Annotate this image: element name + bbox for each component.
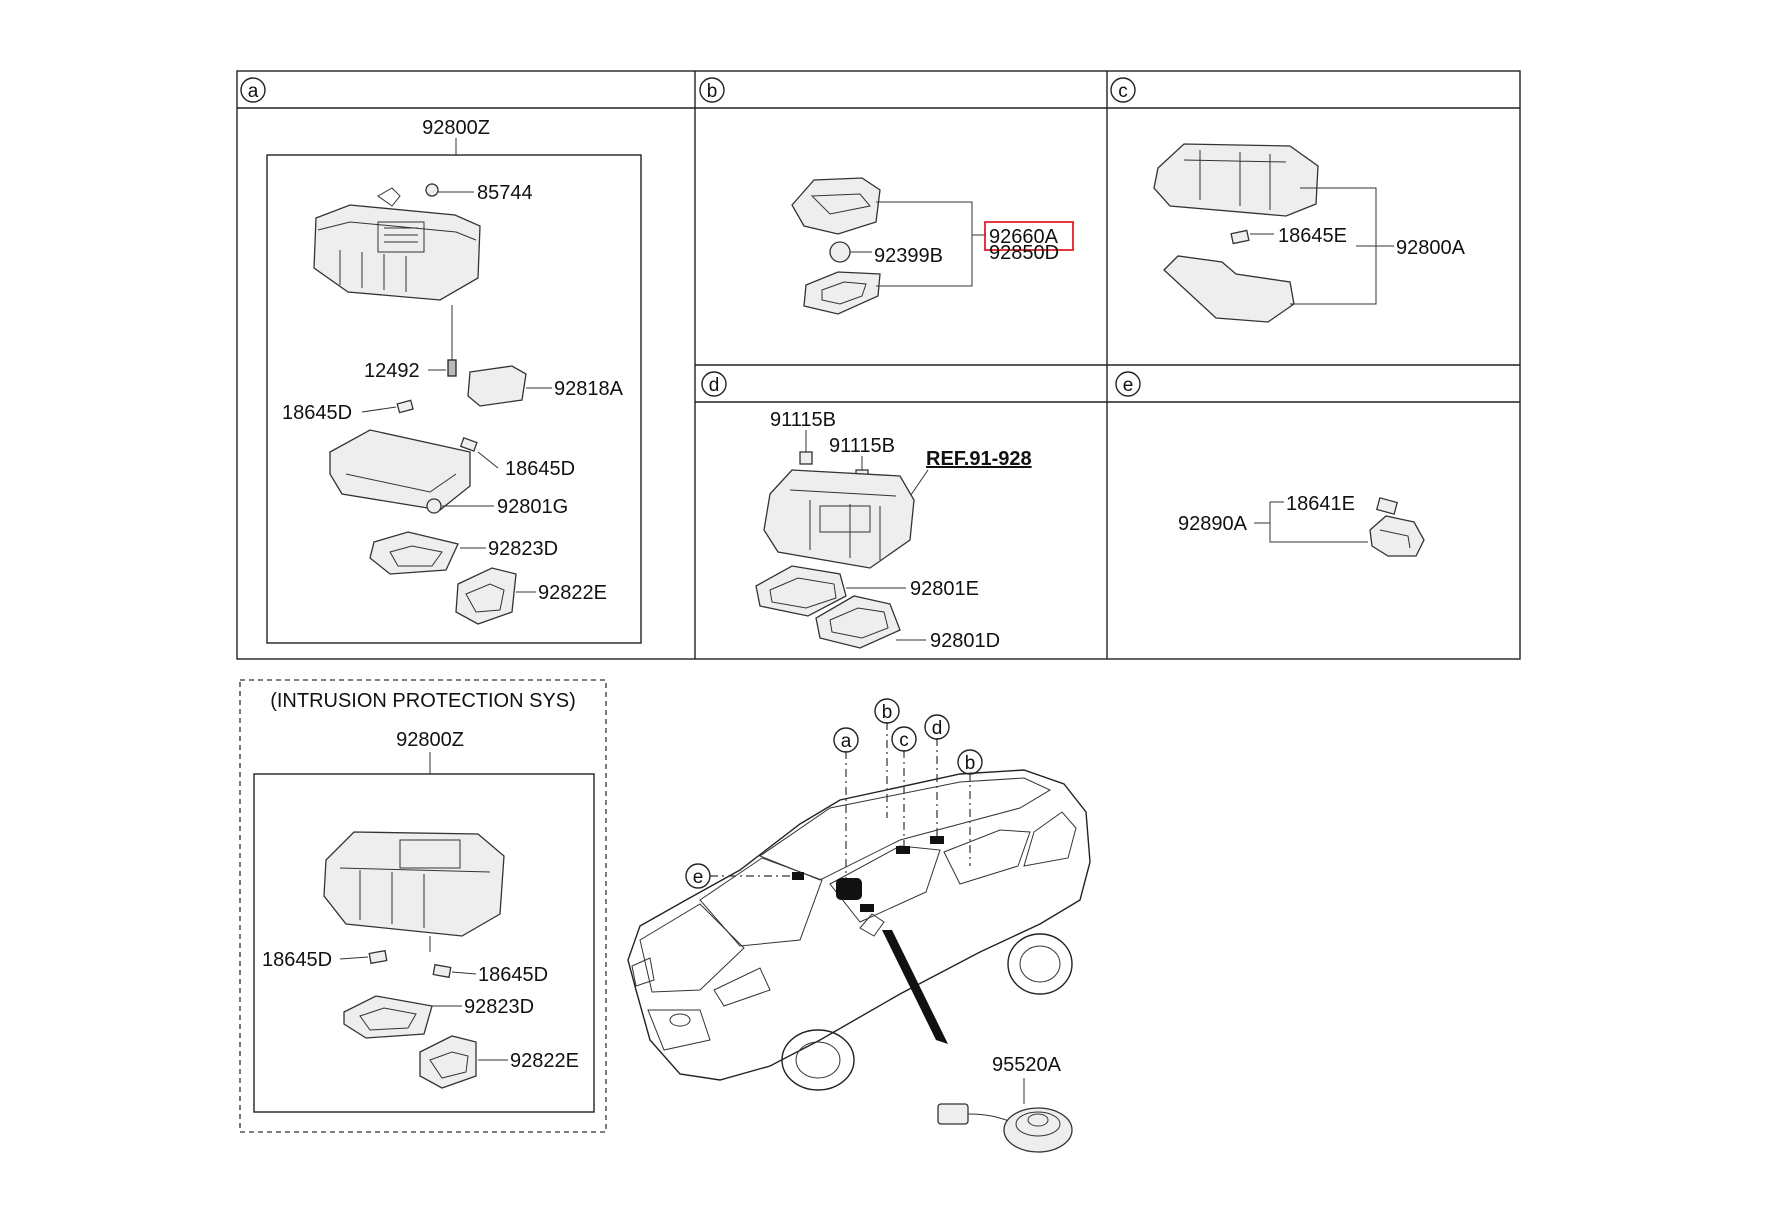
- part-label-92850D: 92850D: [989, 242, 1059, 264]
- bulb-18641E-illustration: [1375, 497, 1399, 515]
- callout-b-upper: b: [882, 702, 893, 723]
- svg-text:b: b: [707, 81, 718, 102]
- lamp-92890A-illustration: [1369, 515, 1425, 557]
- section-e: 92890A 18641E: [1178, 493, 1425, 557]
- section-b: 92399B 92660A 92850D: [791, 177, 1074, 315]
- section-label-d: d: [701, 371, 727, 397]
- part-label-91115B-left: 91115B: [770, 409, 836, 431]
- overhead-console-intrusion-illustration: [323, 831, 505, 937]
- part-label-92801D: 92801D: [930, 630, 1000, 652]
- part-label-91115B-right: 91115B: [829, 435, 895, 457]
- part-label-92823D-intrusion: 92823D: [464, 996, 534, 1018]
- bulb-18645E-illustration: [1230, 229, 1250, 245]
- map-lamp-illustration: [791, 177, 881, 235]
- lens-92801D-illustration: [815, 595, 901, 649]
- lens-92822E-intrusion-illustration: [419, 1035, 477, 1089]
- part-label-92800Z: 92800Z: [422, 117, 490, 139]
- svg-text:c: c: [1118, 81, 1128, 102]
- lens-92823D-intrusion-illustration: [343, 995, 433, 1039]
- section-d: 91115B 91115B REF.91-928 92801E 92801D: [755, 409, 1032, 652]
- section-label-c: c: [1110, 77, 1136, 103]
- part-label-95520A: 95520A: [992, 1054, 1062, 1076]
- part-label-92822E: 92822E: [538, 582, 607, 604]
- section-label-e: e: [1115, 371, 1141, 397]
- section-a: 92800Z 85744 12492 92818A 18645D 18645D: [266, 117, 642, 644]
- part-label-18641E: 18641E: [1286, 493, 1355, 515]
- part-label-92801E: 92801E: [910, 578, 979, 600]
- part-label-92801G: 92801G: [497, 496, 568, 518]
- callout-e: e: [693, 867, 704, 888]
- callout-c: c: [899, 730, 909, 751]
- section-label-b: b: [699, 77, 725, 103]
- roof-lamp-b: [860, 904, 874, 912]
- part-label-12492: 12492: [364, 360, 420, 382]
- svg-text:e: e: [1123, 375, 1134, 396]
- lens-c-illustration: [1163, 255, 1295, 323]
- overhead-console-d-illustration: [763, 469, 915, 569]
- part-label-18645D-intrusion-left: 18645D: [262, 949, 332, 971]
- section-c: 18645E 92800A: [1153, 143, 1466, 323]
- section-label-a: a: [240, 77, 266, 103]
- part-label-92800Z-intrusion: 92800Z: [396, 729, 464, 751]
- intrusion-protection-panel: (INTRUSION PROTECTION SYS) 92800Z 18645D…: [239, 679, 607, 1133]
- callout-d: d: [932, 718, 943, 739]
- part-label-92800A: 92800A: [1396, 237, 1466, 259]
- reference-label: REF.91-928: [926, 448, 1032, 470]
- part-label-92660A: 92660A: [989, 226, 1059, 248]
- intrusion-title: (INTRUSION PROTECTION SYS): [270, 690, 576, 712]
- assembly-box: [266, 154, 642, 644]
- vehicle-illustration: [627, 769, 1091, 1091]
- sensor-connector-illustration: [937, 1103, 969, 1125]
- overhead-console-illustration: [313, 187, 481, 301]
- callout-a: a: [841, 731, 852, 752]
- lamp-housing-illustration: [329, 429, 471, 511]
- callout-b-lower: b: [965, 753, 976, 774]
- sensor-body-illustration: [1003, 1107, 1073, 1153]
- part-label-92823D: 92823D: [488, 538, 558, 560]
- part-label-18645E: 18645E: [1278, 225, 1347, 247]
- roof-lamp-a: [836, 878, 862, 900]
- part-label-92818A: 92818A: [554, 378, 624, 400]
- part-label-18645D-intrusion-right: 18645D: [478, 964, 548, 986]
- part-label-92399B: 92399B: [874, 245, 943, 267]
- roof-lamp-d: [930, 836, 944, 844]
- sensor-module-illustration: [467, 365, 527, 407]
- lens-cover-illustration: [803, 271, 881, 315]
- roof-lamp-e: [792, 872, 804, 880]
- lens-92823D-illustration: [369, 531, 459, 575]
- part-label-18645D-left: 18645D: [282, 402, 352, 424]
- part-label-92890A: 92890A: [1178, 513, 1248, 535]
- lens-92822E-illustration: [455, 567, 517, 625]
- svg-text:a: a: [248, 81, 259, 102]
- section-grid: [236, 70, 1521, 660]
- part-label-85744: 85744: [477, 182, 533, 204]
- roof-lamp-c: [896, 846, 910, 854]
- bulb-92399B-illustration: [829, 241, 851, 263]
- svg-text:d: d: [709, 375, 720, 396]
- wiring-harness: [882, 930, 948, 1044]
- part-label-18645D-right: 18645D: [505, 458, 575, 480]
- highlight-box: [984, 221, 1074, 251]
- sensor-95520A: 95520A: [937, 1054, 1073, 1153]
- overhead-console-c-illustration: [1153, 143, 1319, 217]
- part-label-92822E-intrusion: 92822E: [510, 1050, 579, 1072]
- vehicle-callouts: a b c d b e: [685, 698, 983, 889]
